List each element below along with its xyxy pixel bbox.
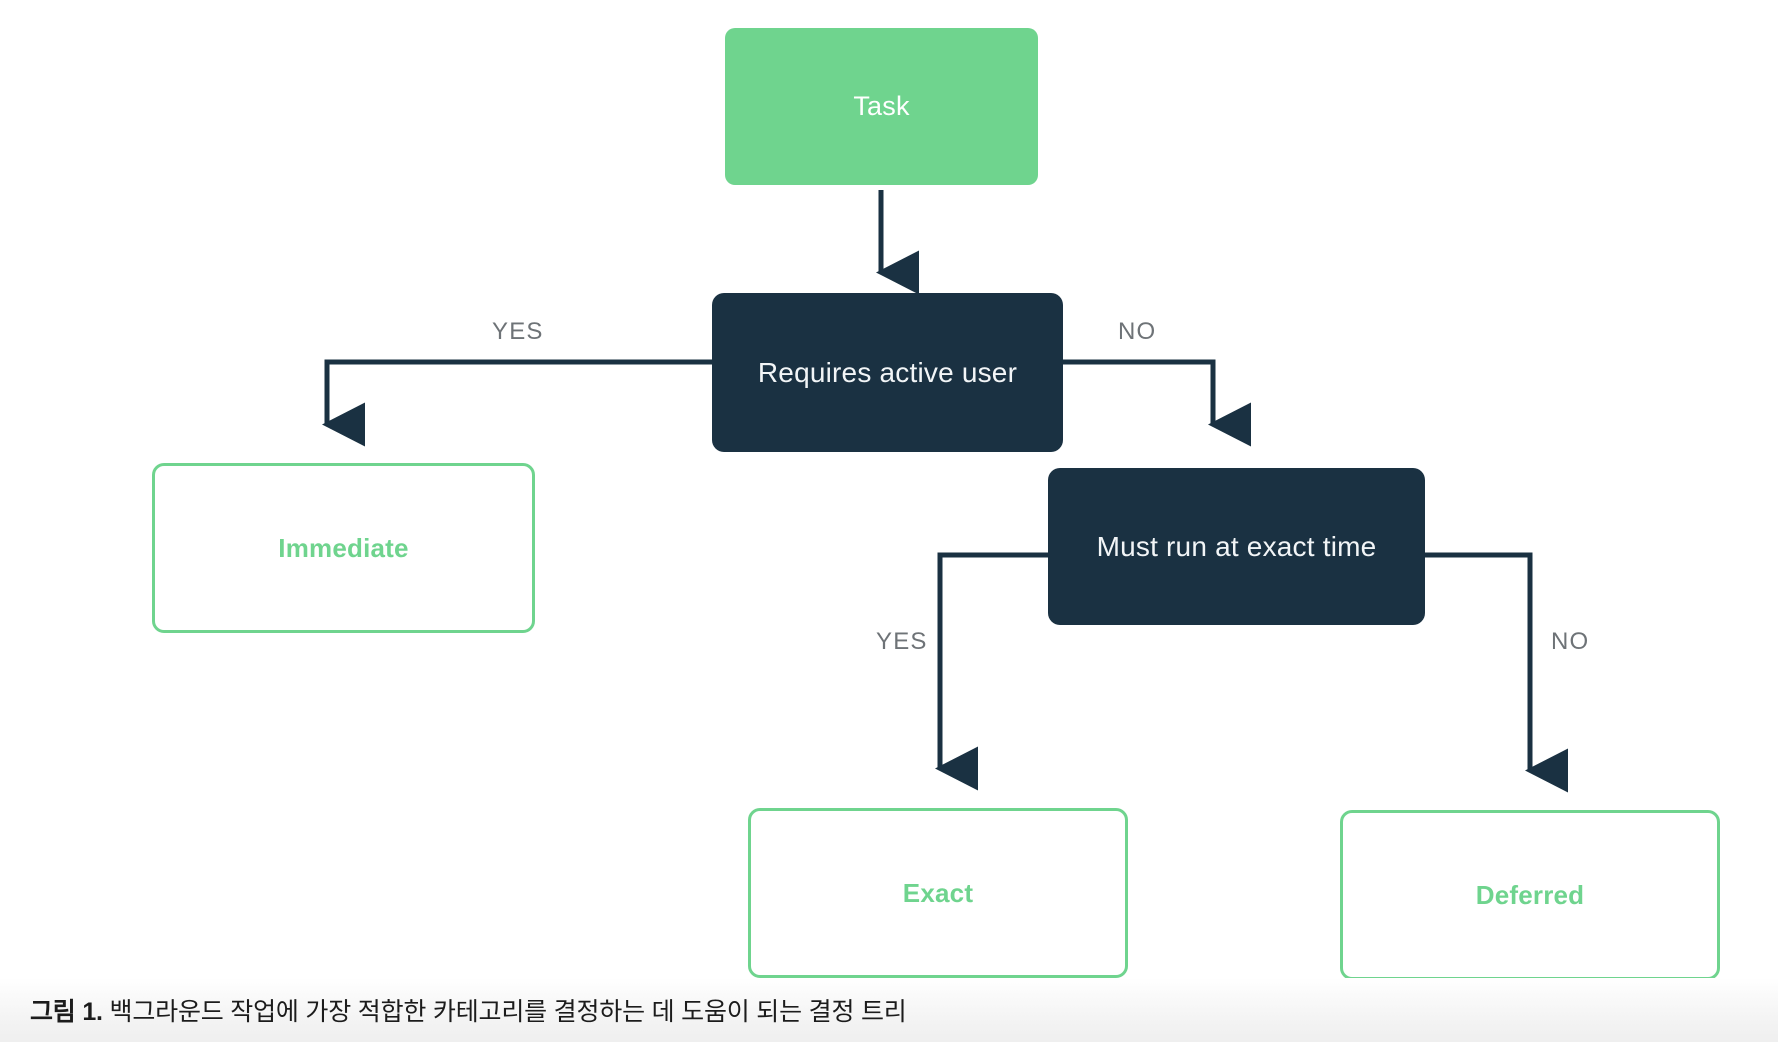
edge-requires-active-user-yes (321, 359, 712, 447)
node-deferred-label: Deferred (1475, 879, 1585, 910)
edge-must-run-exact-time-yes (934, 552, 1048, 791)
node-immediate-label: Immediate (278, 532, 409, 563)
figure-caption-body: 백그라운드 작업에 가장 적합한 카테고리를 결정하는 데 도움이 되는 결정 … (102, 998, 907, 1026)
figure-caption: 그림 1. 백그라운드 작업에 가장 적합한 카테고리를 결정하는 데 도움이 … (30, 992, 907, 1028)
figure-caption-strip: 그림 1. 백그라운드 작업에 가장 적합한 카테고리를 결정하는 데 도움이 … (0, 978, 1778, 1042)
edge-requires-active-user-no (1063, 359, 1251, 447)
edge-label-must-run-exact-time-yes: YES (876, 628, 928, 655)
edge-label-requires-active-user-yes: YES (492, 318, 544, 345)
node-must-run-at-exact-time[interactable]: Must run at exact time (1048, 468, 1425, 625)
node-requires-active-user[interactable]: Requires active user (712, 293, 1063, 452)
edge-label-requires-active-user-no: NO (1118, 318, 1157, 345)
node-requires-active-user-label: Requires active user (757, 356, 1018, 388)
edge-must-run-exact-time-no (1425, 552, 1568, 793)
node-must-run-at-exact-time-label: Must run at exact time (1096, 530, 1377, 562)
node-task-label: Task (853, 91, 910, 121)
node-exact[interactable]: Exact (748, 808, 1128, 978)
node-exact-label: Exact (902, 877, 974, 908)
figure-caption-prefix: 그림 1. (30, 998, 103, 1026)
node-immediate[interactable]: Immediate (152, 463, 535, 633)
edge-label-must-run-exact-time-no: NO (1551, 628, 1590, 655)
node-task[interactable]: Task (725, 28, 1038, 185)
decision-tree-diagram: Immediate --> Must run at exact time -->… (152, 28, 1720, 980)
node-deferred[interactable]: Deferred (1340, 810, 1720, 980)
